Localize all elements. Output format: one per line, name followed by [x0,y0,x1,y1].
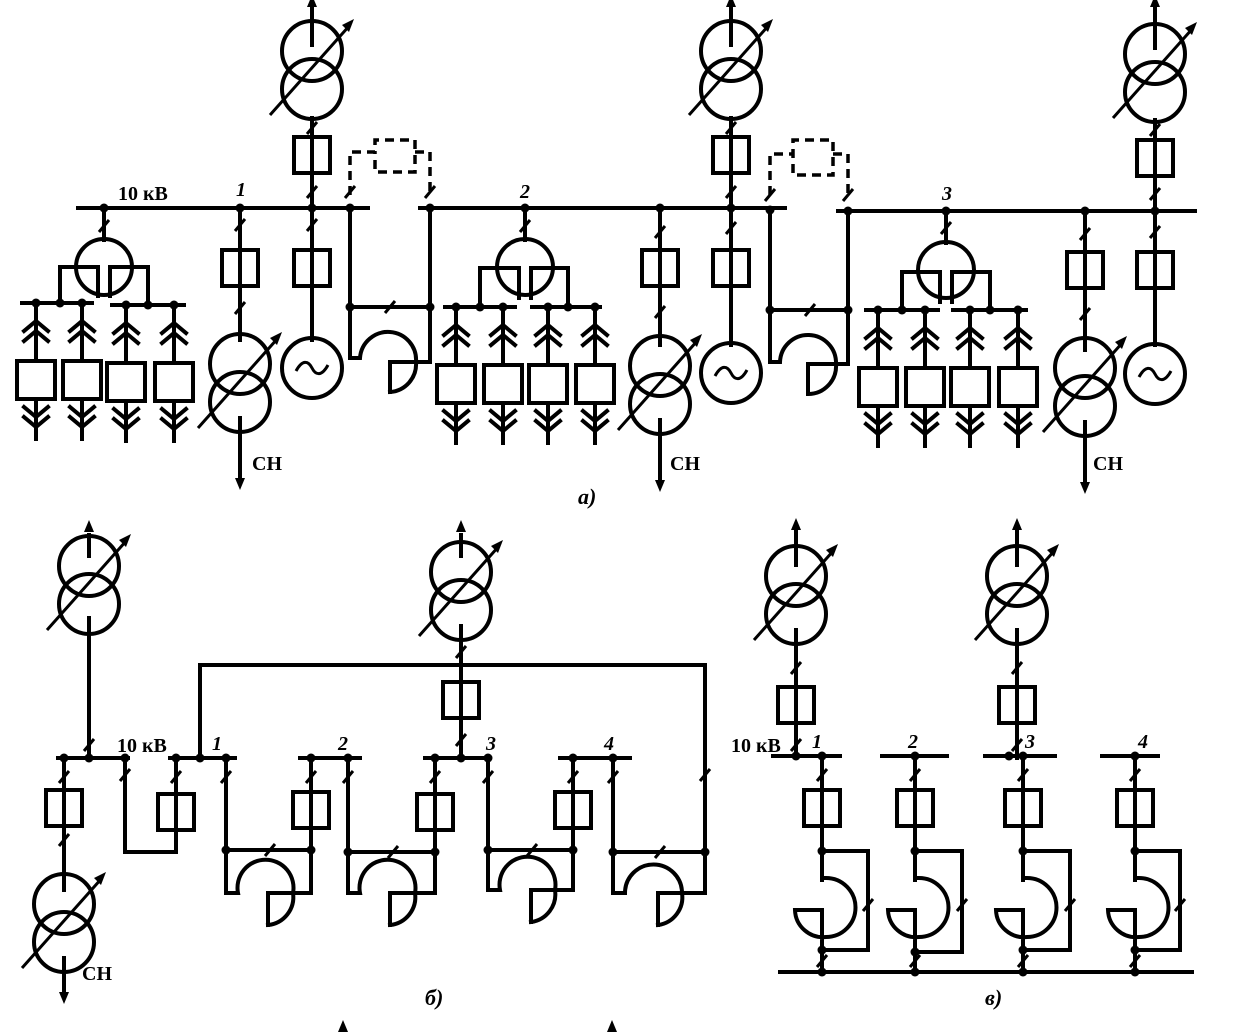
reactor-cell-1 [219,756,331,928]
spare-breaker-dashed [348,138,432,195]
panel-a: 10 кВ 1 2 3 [15,0,1199,509]
section-group-1: СН [15,0,356,490]
voltage-label: 10 кВ [117,735,167,757]
aux-supply-label: СН [82,963,112,985]
panel-b: 10 кВ 1 СН 2 3 4 [20,520,712,1032]
section-group-2: СН [435,0,775,492]
aux-supply-label: СН [670,453,700,475]
sectional-link-1-2 [343,138,437,395]
split-reactor-cell-3 [993,751,1077,977]
section-label-2: 2 [519,181,530,203]
reactor-cell-4 [606,756,712,928]
split-reactor-icon [58,237,150,302]
cable-feeder-icon [15,298,195,443]
split-reactor-cell-4 [1105,751,1187,977]
panel-caption-b: б) [425,985,443,1010]
panel-caption-c: в) [985,985,1002,1010]
panel-caption-a: а) [578,484,596,509]
aux-supply-label: СН [1093,453,1123,475]
sectional-reactor-icon [348,330,432,364]
section-group-3: СН [857,0,1199,494]
reactor-cell-2 [341,756,455,928]
reactor-cell-3 [481,756,593,925]
section-label-1: 1 [212,733,222,755]
section-label-3: 3 [1024,731,1035,753]
voltage-label: 10 кВ [118,183,168,205]
section-label-1: 1 [236,179,246,201]
generator-icon [280,336,344,400]
section-label-2: 2 [907,731,918,753]
panel-c: 10 кВ 1 2 3 4 [731,518,1194,1010]
section-label-3: 3 [941,183,952,205]
sectional-link-2-3 [763,138,855,397]
section-label-4: 4 [603,733,614,755]
section-label-1: 1 [812,731,822,753]
voltage-label: 10 кВ [731,735,781,757]
aux-supply-label: СН [252,453,282,475]
section-label-2: 2 [337,733,348,755]
split-reactor-cell-1 [792,751,875,977]
section-label-4: 4 [1137,731,1148,753]
section-label-3: 3 [485,733,496,755]
split-reactor-cell-2 [885,751,969,977]
